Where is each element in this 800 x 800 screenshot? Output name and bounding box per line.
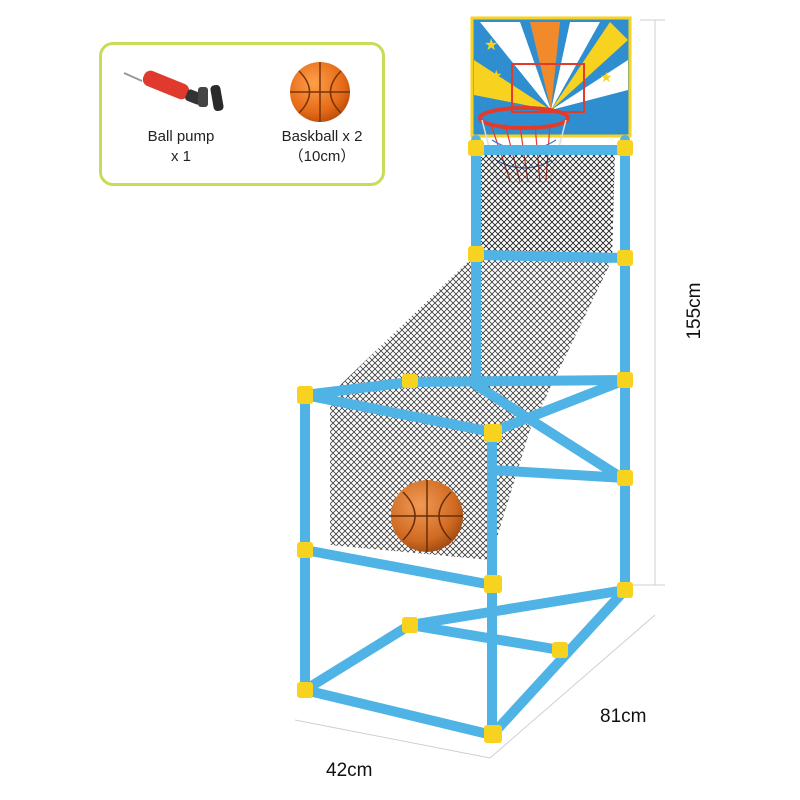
height-dimension-label: 155cm xyxy=(684,282,705,340)
basketball-icon xyxy=(290,62,350,122)
dimension-guides xyxy=(294,19,665,759)
svg-text:★: ★ xyxy=(600,69,613,85)
basketball-in-net xyxy=(391,480,463,552)
ball-label: Baskball x 2 （10cm） xyxy=(262,127,382,167)
ball-label-line2: （10cm） xyxy=(288,148,356,165)
frame xyxy=(300,135,630,740)
ball-pump-icon xyxy=(123,70,224,112)
frame-connectors xyxy=(297,140,633,743)
pump-label-line2: x 1 xyxy=(170,148,191,165)
svg-text:★: ★ xyxy=(484,37,498,54)
svg-text:★: ★ xyxy=(490,67,503,83)
accessories-panel: Ball pump x 1 Baskball x 2 （10cm） xyxy=(99,42,385,186)
pump-label: Ball pump x 1 xyxy=(122,127,240,167)
ball-label-line1: Baskball x 2 xyxy=(281,128,363,145)
svg-text:★: ★ xyxy=(598,37,612,54)
backboard: ★ ★ ★ ★ xyxy=(470,16,632,138)
pump-label-line1: Ball pump xyxy=(147,128,215,145)
depth-dimension-label: 81cm xyxy=(600,706,647,727)
width-dimension-label: 42cm xyxy=(326,760,373,781)
